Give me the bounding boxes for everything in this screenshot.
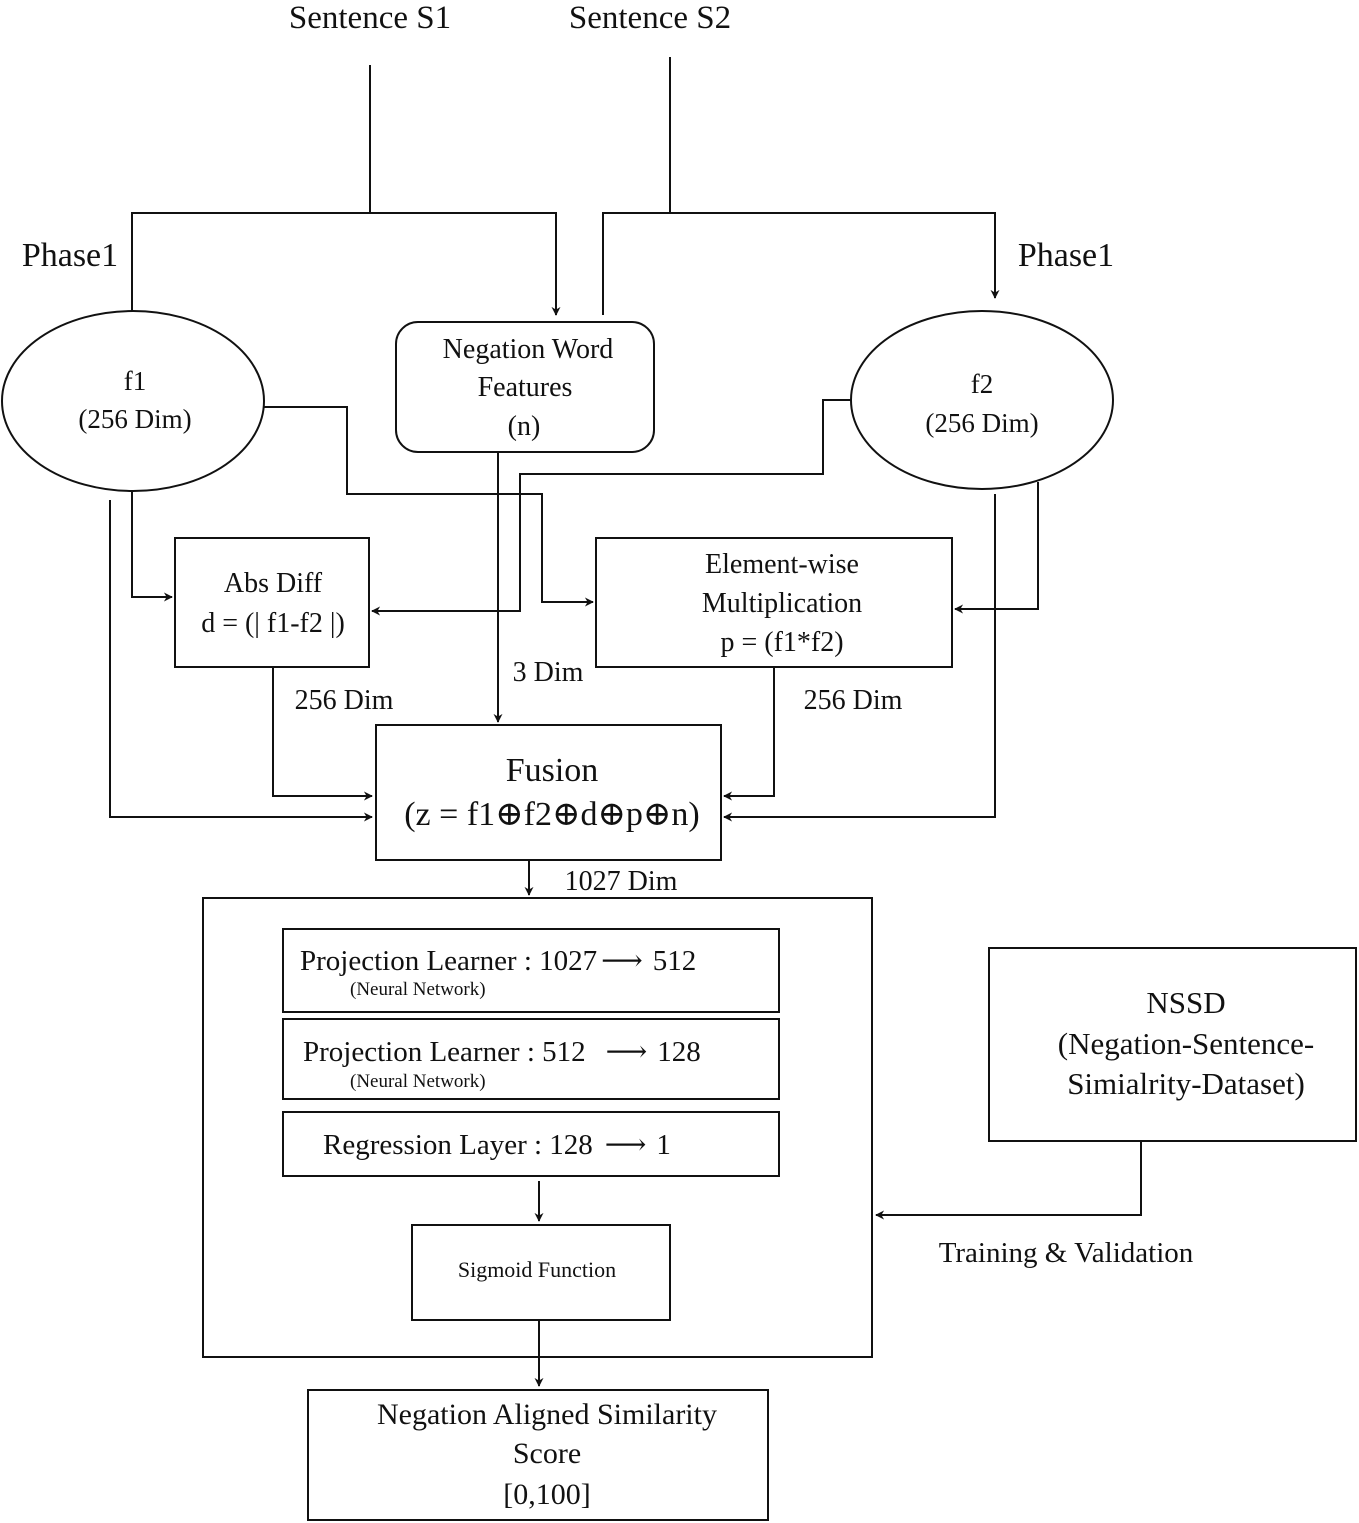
input-connectors [131,57,1000,316]
regression-layer: Regression Layer : 128⟶1 [282,1111,780,1177]
abs-diff-formula: d = (| f1-f2 |) [201,608,345,639]
sigmoid-node: Sigmoid Function [411,1224,671,1321]
projection-1-text: Projection Learner : 1027 [300,945,597,977]
f1-name: f1 [124,366,147,396]
dataset-line1: NSSD [1146,985,1225,1020]
elementwise-line1: Element-wise [705,549,859,580]
dataset-line2: (Negation-Sentence- [1058,1026,1315,1061]
svg-text:Regression Layer : 128⟶1: Regression Layer : 128⟶1 [323,1129,671,1161]
regression-out: 1 [656,1129,671,1161]
elementwise-line2: Multiplication [702,588,862,619]
svg-text:Projection Learner : 1027⟶512: Projection Learner : 1027⟶512 [300,945,696,977]
negation-line2: Features [478,372,573,403]
projection-1-note: (Neural Network) [350,979,486,1000]
output-line3: [0,100] [503,1478,590,1511]
output-line1: Negation Aligned Similarity [377,1398,717,1431]
negation-line1: Negation Word [443,334,614,365]
negation-features-node: Negation Word Features (n) [395,321,655,453]
nssd-dataset-node: NSSD (Negation-Sentence- Simialrity-Data… [988,947,1357,1142]
negation-dim-label: 3 Dim [513,657,584,688]
f1-dim: (256 Dim) [78,404,191,434]
f2-node: f2 (256 Dim) [850,310,1114,490]
elementwise-node: Element-wise Multiplication p = (f1*f2) [595,537,953,668]
fusion-dim-label: 1027 Dim [565,866,678,897]
mult-dim-label: 256 Dim [804,685,903,716]
projection-1-out: 512 [653,945,697,977]
projection-2-note: (Neural Network) [350,1071,486,1092]
fusion-formula: (z = f1⊕f2⊕d⊕p⊕n) [404,796,700,833]
phase-label-left: Phase1 [22,237,118,274]
elementwise-line3: p = (f1*f2) [720,627,843,658]
abs-diff-dim-label: 256 Dim [295,685,394,716]
sentence-s2-label: Sentence S2 [569,0,731,36]
sigmoid-label: Sigmoid Function [458,1257,616,1282]
fusion-title: Fusion [506,752,599,789]
projection-2-text: Projection Learner : 512 [303,1036,586,1068]
f2-name: f2 [971,369,994,399]
abs-diff-node: Abs Diff d = (| f1-f2 |) [174,537,370,668]
abs-diff-title: Abs Diff [224,568,323,599]
training-validation-label: Training & Validation [939,1237,1194,1269]
f1-node: f1 (256 Dim) [1,310,265,492]
dataset-line3: Simialrity-Dataset) [1067,1066,1305,1101]
projection-2-out: 128 [657,1036,701,1068]
svg-text:Projection Learner : 512⟶128: Projection Learner : 512⟶128 [303,1036,701,1068]
output-node: Negation Aligned Similarity Score [0,100… [307,1389,769,1521]
projection-layer-1: Projection Learner : 1027⟶512 (Neural Ne… [282,928,780,1013]
feature-connectors [109,399,1039,822]
fusion-node: Fusion (z = f1⊕f2⊕d⊕p⊕n) [375,724,722,861]
sentence-s1-label: Sentence S1 [289,0,451,36]
output-line2: Score [513,1437,581,1470]
negation-line3: (n) [508,411,541,442]
dataset-to-model-arrow [875,1142,1142,1220]
phase-label-right: Phase1 [1018,237,1114,274]
f2-dim: (256 Dim) [925,408,1038,438]
regression-text: Regression Layer : 128 [323,1129,593,1161]
projection-layer-2: Projection Learner : 512⟶128 (Neural Net… [282,1018,780,1100]
